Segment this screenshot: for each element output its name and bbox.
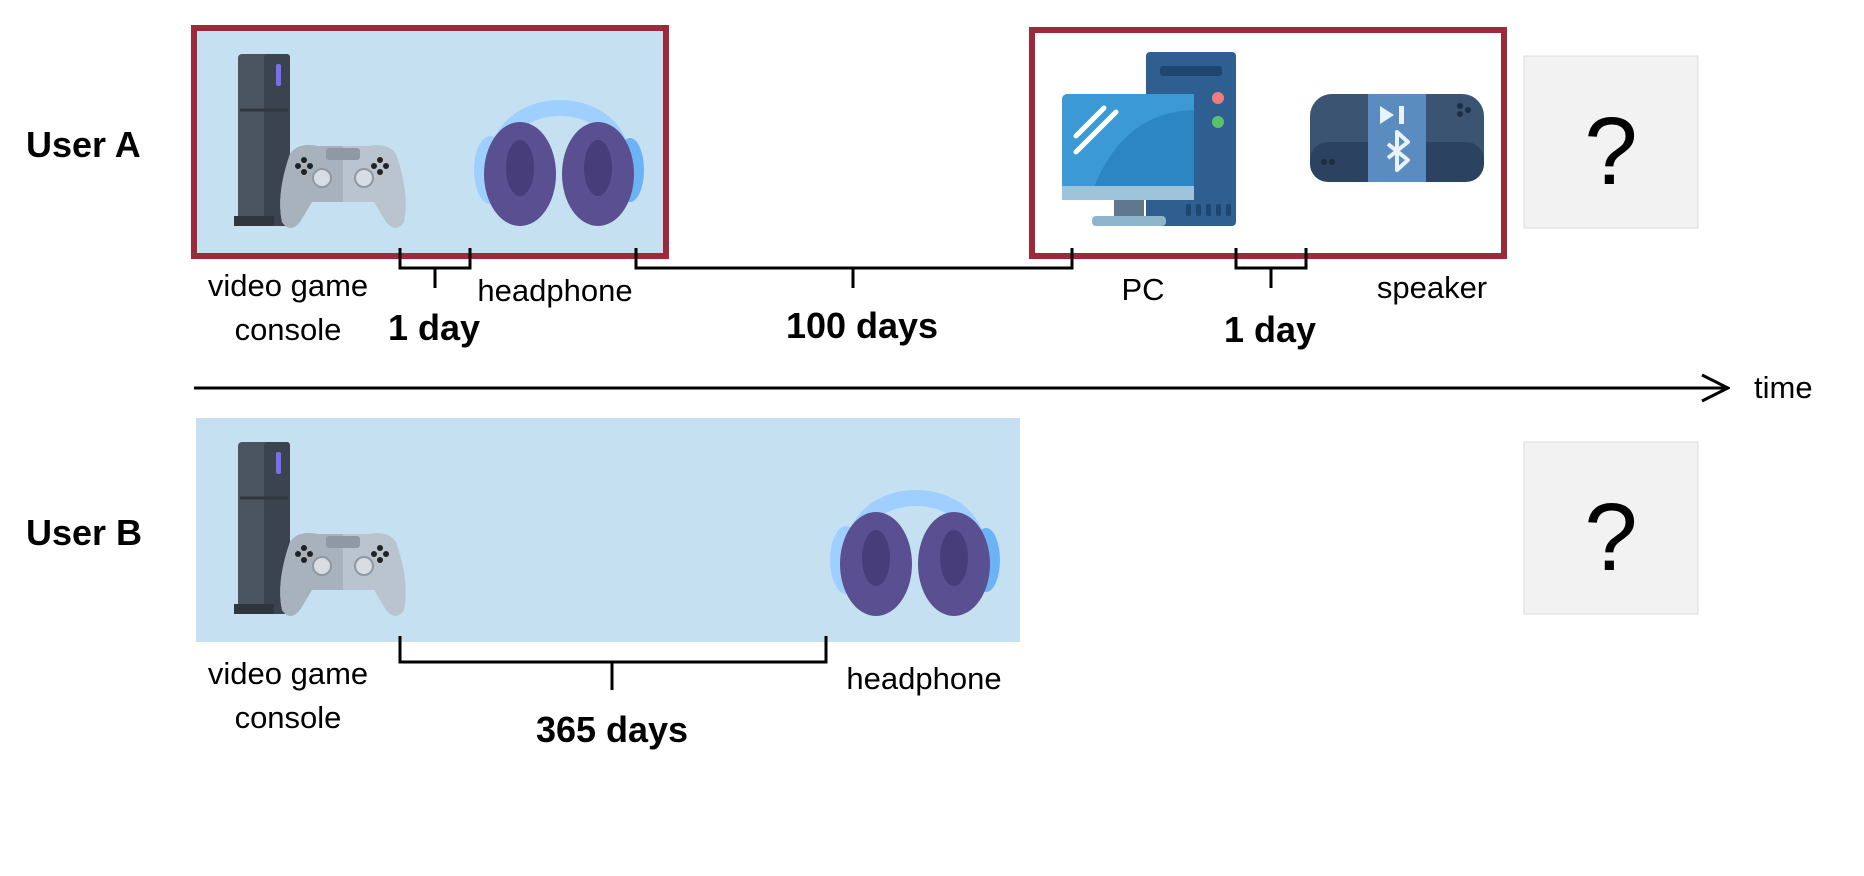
user-a-item-4-label: speaker bbox=[1377, 270, 1487, 305]
user-b-item-1-label-line2: console bbox=[235, 700, 342, 735]
user-a-item-3-label: PC bbox=[1121, 272, 1164, 307]
user-b-item-1-label: video game bbox=[208, 656, 368, 691]
user-a-gap-2-label: 100 days bbox=[786, 305, 938, 346]
user-a-item-1-label: video game bbox=[208, 268, 368, 303]
user-b-next-item-mark: ? bbox=[1584, 484, 1637, 591]
user-b-label: User B bbox=[26, 512, 142, 553]
gap-brace bbox=[634, 248, 1074, 288]
gap-brace bbox=[1234, 248, 1308, 288]
user-a-next-item-mark: ? bbox=[1584, 98, 1637, 205]
user-a-gap-3-label: 1 day bbox=[1224, 309, 1316, 350]
user-a-label: User A bbox=[26, 124, 141, 165]
user-a-gap-1-label: 1 day bbox=[388, 307, 480, 348]
user-b-next-item-box bbox=[1523, 441, 1699, 615]
speaker-icon bbox=[1308, 92, 1486, 184]
user-b-gap-1-label: 365 days bbox=[536, 709, 688, 750]
user-a-next-item-box bbox=[1523, 55, 1699, 229]
gap-brace bbox=[398, 248, 472, 288]
time-axis-label: time bbox=[1754, 370, 1813, 405]
gap-brace bbox=[398, 636, 828, 690]
user-a-item-1-label-line2: console bbox=[235, 312, 342, 347]
user-a-item-2-label: headphone bbox=[477, 273, 632, 308]
user-b-item-2-label: headphone bbox=[846, 661, 1001, 696]
